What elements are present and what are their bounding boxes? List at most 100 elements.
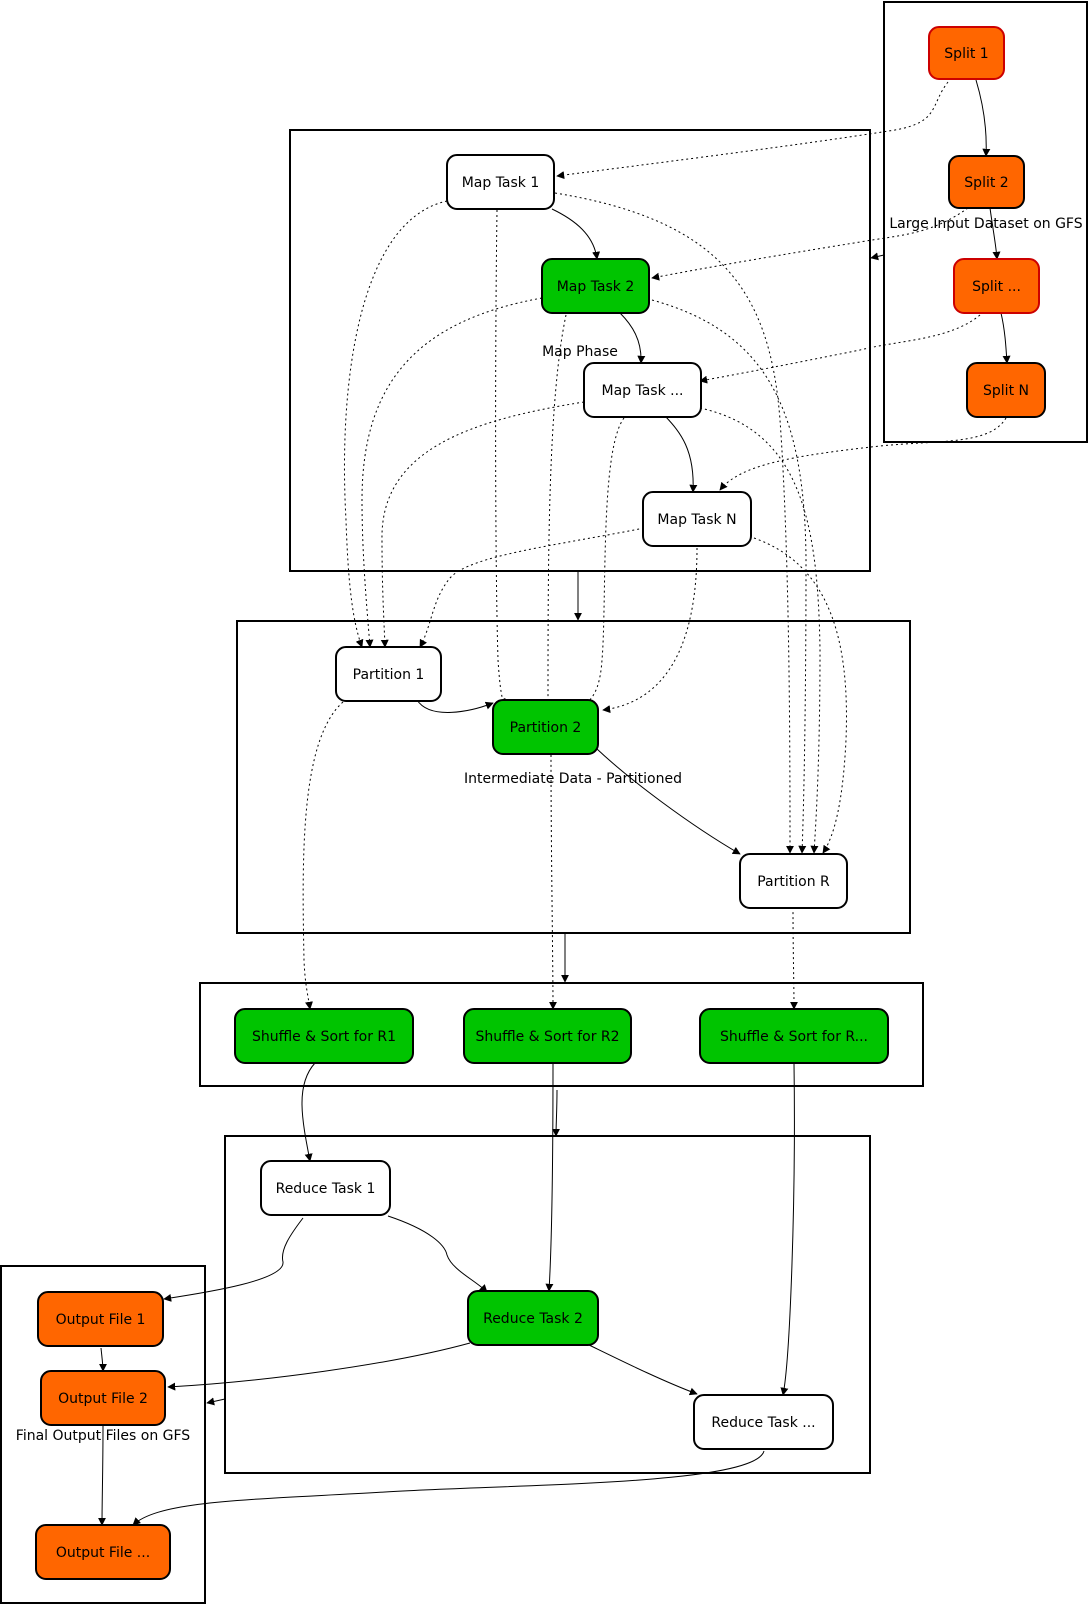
edge-partition2-partitionr [596,748,741,855]
node-reduce-task-more: Reduce Task ... [693,1394,834,1450]
node-box [492,699,599,755]
edge-maptaskmore-partition1 [380,401,585,648]
edge-partitionr-shufflermore [789,906,798,1010]
edge-maptask2-partition1 [361,297,543,648]
cluster-shuffle [199,982,924,1087]
edge-outputfile2-outputfilemore [98,1425,107,1526]
node-label: Shuffle & Sort for R1 [252,1029,396,1045]
node-label: Reduce Task ... [711,1415,815,1431]
node-reduce-task-2: Reduce Task 2 [467,1290,599,1346]
node-label: Split 2 [964,175,1008,191]
node-box [948,155,1025,209]
node-box [37,1291,164,1347]
node-output-file-1: Output File 1 [37,1291,164,1347]
node-label: Shuffle & Sort for R... [720,1029,868,1045]
edge-outputfile1-outputfile2 [98,1347,107,1372]
node-box [234,1008,414,1064]
edge-maptask1-partition2 [495,209,506,707]
edge-shuffler1-reducetask1 [301,1062,316,1162]
node-map-task-n: Map Task N [642,491,752,547]
cluster-input-dataset: Large Input Dataset on GFS [883,1,1088,443]
node-label: Partition 2 [510,720,582,736]
node-box [966,362,1046,418]
node-box [928,26,1005,80]
node-box [335,646,442,702]
edge-maptask1-maptask2 [551,208,601,260]
node-split-2: Split 2 [948,155,1025,209]
node-box [953,258,1040,314]
node-label: Split ... [972,279,1021,295]
cluster-map-label: Map Phase [542,344,618,360]
node-shuffle-r1: Shuffle & Sort for R1 [234,1008,414,1064]
node-label: Split N [983,383,1029,399]
node-shuffle-r2: Shuffle & Sort for R2 [463,1008,632,1064]
cluster-reduce [224,1135,871,1474]
edge-partition1-shuffler1 [302,701,344,1010]
edge-shufflermore-reducetaskmore [780,1062,795,1396]
node-label: Output File 2 [58,1391,148,1407]
edge-reducetask1-outputfile1 [163,1217,304,1302]
edge-maptask2-maptaskmore [619,312,646,364]
node-label: Partition R [757,874,830,890]
node-box [541,258,650,314]
cluster-intermediate-label: Intermediate Data - Partitioned [464,771,682,787]
node-partition-r: Partition R [739,853,848,909]
node-label: Reduce Task 2 [483,1311,583,1327]
node-box [446,154,555,210]
edge-maptask2-partitionr [651,299,807,854]
edge-maptaskmore-partition2 [579,417,625,708]
node-split-1: Split 1 [928,26,1005,80]
node-label: Map Task N [657,512,736,528]
node-label: Split 1 [944,46,988,62]
node-box [463,1008,632,1064]
node-split-n: Split N [966,362,1046,418]
edge-split1-maptask1 [556,81,949,180]
cluster-map-phase: Map Phase [289,129,871,572]
edge-splitn-maptaskn [719,417,1007,491]
edge-shuffler2-reducetask2 [545,1062,554,1292]
node-box [739,853,848,909]
node-output-file-more: Output File ... [35,1524,171,1580]
edge-input-cluster-map-cluster [870,252,885,261]
edge-split1-split2 [975,79,991,157]
node-label: Partition 1 [353,667,425,683]
node-label: Map Task ... [601,383,683,399]
edge-maptaskn-partition1 [419,527,645,648]
edge-partition2-shuffler2 [548,754,557,1010]
node-box [35,1524,171,1580]
edge-reducetaskmore-outputfilemore [132,1450,765,1526]
node-label: Map Task 2 [557,279,635,295]
edge-shuffle-cluster-reduce-cluster [552,1089,561,1137]
node-label: Map Task 1 [462,175,540,191]
node-output-file-2: Output File 2 [40,1370,166,1426]
edges [98,79,1011,1526]
edge-split2-splitmore [989,207,1001,260]
edge-splitmore-maptaskmore [699,314,981,384]
edge-reducetask2-outputfile2 [167,1342,471,1391]
node-shuffle-rmore: Shuffle & Sort for R... [699,1008,889,1064]
node-box [583,362,702,418]
node-box [260,1160,391,1216]
node-label: Shuffle & Sort for R2 [475,1029,619,1045]
edge-split2-maptask2 [651,207,969,281]
edge-reducetask2-reducetaskmore [586,1343,698,1396]
edge-maptaskmore-partitionr [699,407,821,854]
cluster-input-label: Large Input Dataset on GFS [889,216,1082,232]
node-split-more: Split ... [953,258,1040,314]
nodes: Split 1 Split 2 Split ... Split N Map Task 1… [35,26,1046,1580]
node-label: Reduce Task 1 [276,1181,376,1197]
edge-splitmore-splitn [1000,312,1011,364]
node-map-task-more: Map Task ... [583,362,702,418]
node-map-task-1: Map Task 1 [446,154,555,210]
edge-maptaskn-partitionr [753,537,847,854]
node-partition-2: Partition 2 [492,699,599,755]
node-partition-1: Partition 1 [335,646,442,702]
node-map-task-2: Map Task 2 [541,258,650,314]
node-box [40,1370,166,1426]
node-box [642,491,752,547]
edge-maptaskmore-maptaskn [665,416,698,493]
edge-reducetask1-reducetask2 [387,1215,488,1293]
edge-partition1-partition2 [416,699,494,713]
edge-reduce-cluster-output-cluster [206,1397,226,1406]
